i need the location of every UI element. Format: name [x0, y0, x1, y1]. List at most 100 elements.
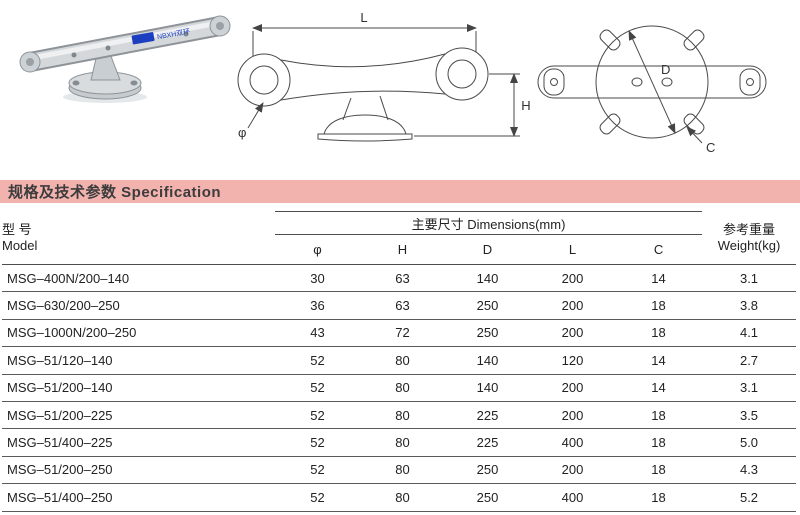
bolt-hole — [130, 80, 138, 86]
dim-label-D: D — [661, 62, 670, 77]
d-cell: 250 — [445, 456, 530, 485]
h-cell: 80 — [360, 483, 445, 512]
model-header-cn: 型 号 — [2, 221, 32, 237]
d-cell: 250 — [445, 291, 530, 320]
right-end-hole — [447, 59, 477, 89]
table-row: MSG–51/200–250 52 80 250 200 18 4.3 — [2, 456, 797, 485]
table-row: MSG–51/400–250 52 80 250 400 18 5.2 — [2, 483, 797, 512]
phi-cell: 43 — [275, 319, 360, 348]
weight-header-cn: 参考重量 — [723, 221, 776, 237]
c-cell: 14 — [615, 264, 703, 293]
weight-cell: 3.1 — [702, 374, 797, 402]
dim-label-phi: φ — [238, 125, 246, 140]
dimensions-group-header: 主要尺寸 Dimensions(mm) — [275, 211, 703, 235]
end-hole — [216, 22, 224, 30]
l-cell: 200 — [530, 319, 615, 348]
weight-cell: 4.1 — [702, 319, 797, 348]
l-cell: 200 — [530, 264, 615, 293]
l-cell: 200 — [530, 291, 615, 320]
model-header-en: Model — [2, 237, 38, 253]
phi-cell: 52 — [275, 346, 360, 375]
table-row: MSG–51/200–225 52 80 225 200 18 3.5 — [2, 401, 797, 430]
mount-lug — [599, 29, 621, 51]
d-cell: 140 — [445, 264, 530, 293]
c-cell: 18 — [615, 456, 703, 485]
flange-circle — [595, 25, 709, 139]
d-cell: 250 — [445, 483, 530, 512]
model-cell: MSG–51/200–250 — [2, 456, 275, 485]
l-cell: 400 — [530, 428, 615, 457]
h-cell: 63 — [360, 291, 445, 320]
bar-hole — [71, 52, 77, 58]
col-header-phi: φ — [275, 234, 360, 265]
d-cell: 250 — [445, 319, 530, 348]
h-cell: 80 — [360, 428, 445, 457]
phi-cell: 52 — [275, 374, 360, 402]
right-horn-hole — [746, 78, 754, 86]
d-cell: 225 — [445, 401, 530, 430]
weight-cell: 5.2 — [702, 483, 797, 512]
logo-box — [131, 32, 155, 45]
center-hole — [661, 77, 673, 87]
model-cell: MSG–51/400–225 — [2, 428, 275, 457]
weight-cell: 3.1 — [702, 264, 797, 293]
product-photo: NBXH双环 — [8, 4, 243, 109]
side-view-drawing: L H φ — [230, 8, 535, 158]
phi-cell: 52 — [275, 483, 360, 512]
mount-lug — [683, 29, 705, 51]
table-row: MSG–51/200–140 52 80 140 200 14 3.1 — [2, 374, 797, 402]
left-end-hole — [249, 65, 279, 95]
table-row: MSG–1000N/200–250 43 72 250 200 18 4.1 — [2, 319, 797, 348]
weight-cell: 2.7 — [702, 346, 797, 375]
l-cell: 200 — [530, 456, 615, 485]
weight-column-header: 参考重量 Weight(kg) — [702, 211, 797, 265]
weight-cell: 3.8 — [702, 291, 797, 320]
c-cell: 18 — [615, 401, 703, 430]
mount-lug — [599, 113, 621, 135]
model-cell: MSG–630/200–250 — [2, 291, 275, 320]
model-cell: MSG–51/400–250 — [2, 483, 275, 512]
dim-line-D — [628, 30, 676, 134]
h-cell: 63 — [360, 264, 445, 293]
model-column-header: 型 号 Model — [2, 211, 275, 265]
c-cell: 18 — [615, 291, 703, 320]
c-cell: 18 — [615, 428, 703, 457]
bar-body — [22, 18, 228, 70]
left-end-circle — [237, 53, 291, 107]
end-hole — [26, 58, 34, 66]
h-cell: 80 — [360, 346, 445, 375]
phi-cell: 52 — [275, 428, 360, 457]
phi-cell: 36 — [275, 291, 360, 320]
phi-cell: 52 — [275, 456, 360, 485]
h-cell: 80 — [360, 401, 445, 430]
left-horn-cap — [543, 68, 565, 96]
right-horn-cap — [739, 68, 761, 96]
model-cell: MSG–51/200–140 — [2, 374, 275, 402]
weight-cell: 5.0 — [702, 428, 797, 457]
bolt-hole — [72, 80, 80, 86]
model-cell: MSG–1000N/200–250 — [2, 319, 275, 348]
model-cell: MSG–51/200–225 — [2, 401, 275, 430]
model-cell: MSG–51/120–140 — [2, 346, 275, 375]
center-hole — [631, 77, 643, 87]
d-cell: 140 — [445, 346, 530, 375]
dim-label-H: H — [521, 98, 530, 113]
right-end-circle — [435, 47, 489, 101]
weight-cell: 3.5 — [702, 401, 797, 430]
table-row: MSG–400N/200–140 30 63 140 200 14 3.1 — [2, 264, 797, 293]
table-row: MSG–630/200–250 36 63 250 200 18 3.8 — [2, 291, 797, 320]
dim-label-L: L — [360, 10, 367, 25]
l-cell: 200 — [530, 374, 615, 402]
d-cell: 140 — [445, 374, 530, 402]
l-cell: 200 — [530, 401, 615, 430]
h-cell: 80 — [360, 456, 445, 485]
weight-header-en: Weight(kg) — [717, 237, 781, 253]
base-foot — [317, 133, 413, 142]
h-cell: 80 — [360, 374, 445, 402]
top-view-drawing: D C — [534, 2, 774, 170]
bar-bottom-edge — [280, 90, 446, 101]
table-header-row-columns: φ H D L C — [2, 234, 796, 265]
c-cell: 18 — [615, 319, 703, 348]
d-cell: 225 — [445, 428, 530, 457]
